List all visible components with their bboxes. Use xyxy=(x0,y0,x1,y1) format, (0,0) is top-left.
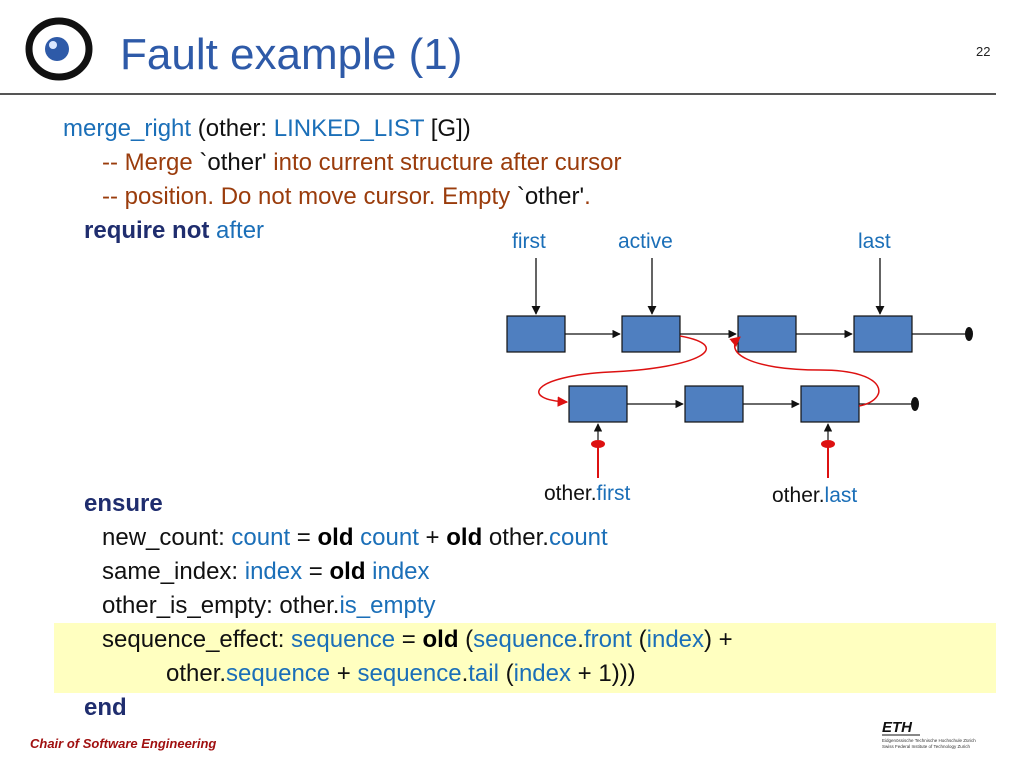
postcondition-sequence-effect: sequence_effect: sequence = old (sequenc… xyxy=(102,623,733,657)
op: = xyxy=(395,626,423,653)
other-last-field: last xyxy=(825,484,858,507)
ensure-keyword: ensure xyxy=(84,490,163,517)
postcondition-other-empty: other_is_empty: other.is_empty xyxy=(102,589,436,623)
void-terminator-top xyxy=(965,327,973,341)
comment-line-2: -- position. Do not move cursor. Empty `… xyxy=(102,180,591,214)
label-other-last: other.last xyxy=(772,484,857,507)
id: sequence xyxy=(226,660,331,687)
void-terminator-bottom xyxy=(911,397,919,411)
node-other-3 xyxy=(800,385,860,423)
id: index xyxy=(646,626,705,653)
text: other. xyxy=(166,660,227,687)
signature-text: (other: xyxy=(191,115,274,142)
id: index xyxy=(372,558,430,585)
label-first: first xyxy=(512,230,546,253)
id: front xyxy=(583,626,632,653)
id: sequence xyxy=(473,626,578,653)
id: is_empty xyxy=(339,592,436,619)
id: count xyxy=(360,524,419,551)
op: ( xyxy=(458,626,474,653)
require-line: require not after xyxy=(84,214,264,248)
node-top-3 xyxy=(737,315,797,353)
old-keyword: old xyxy=(422,626,459,653)
id: sequence xyxy=(291,626,396,653)
comment-text: -- position. Do not move cursor. Empty xyxy=(102,183,517,210)
postcondition-new-count: new_count: count = old count + old other… xyxy=(102,521,608,555)
type-name: LINKED_LIST xyxy=(273,115,425,142)
other-last-dot xyxy=(821,440,835,448)
eth-logo: ETH Eidgenössische Technische Hochschule… xyxy=(882,719,976,749)
comment-quote: `other' xyxy=(199,149,267,176)
node-top-4 xyxy=(853,315,913,353)
other-prefix: other. xyxy=(544,482,597,505)
postcondition-sequence-effect-cont: other.sequence + sequence.tail (index + … xyxy=(166,657,636,691)
linked-list-diagram: first active last other.first other.last xyxy=(506,230,973,507)
end-line: end xyxy=(84,691,127,725)
op: + xyxy=(330,660,358,687)
clause-label: sequence_effect: xyxy=(102,626,292,653)
end-keyword: end xyxy=(84,694,127,721)
require-keyword: require not xyxy=(84,217,210,244)
eth-line-2: Swiss Federal Institute of Technology Zu… xyxy=(882,744,970,749)
clause-label: same_index: xyxy=(102,558,245,585)
node-other-2 xyxy=(684,385,744,423)
old-keyword: old xyxy=(329,558,366,585)
merge-link-other-to-next xyxy=(729,336,880,407)
op: . xyxy=(577,626,584,653)
require-expression: after xyxy=(216,217,265,244)
ensure-line: ensure xyxy=(84,487,163,521)
node-other-1 xyxy=(568,385,628,423)
text: other. xyxy=(482,524,549,551)
signature-line: merge_right (other: LINKED_LIST [G]) xyxy=(63,112,471,146)
id: sequence xyxy=(357,660,462,687)
node-top-2 xyxy=(621,315,681,353)
feature-name: merge_right xyxy=(63,115,192,142)
id: count xyxy=(548,524,608,551)
page-number: 22 xyxy=(976,44,991,59)
other-prefix: other. xyxy=(772,484,825,507)
node-top-1 xyxy=(506,315,566,353)
comment-line-1: -- Merge `other' into current structure … xyxy=(102,146,621,180)
id: tail xyxy=(468,660,499,687)
op: = xyxy=(290,524,318,551)
comment-text: . xyxy=(584,183,591,210)
eth-logo-text: ETH xyxy=(882,719,913,736)
label-active: active xyxy=(618,230,673,253)
label-other-first: other.first xyxy=(544,482,631,505)
op: . xyxy=(461,660,469,687)
slide-title: Fault example (1) xyxy=(120,30,463,79)
comment-quote: `other' xyxy=(516,183,585,210)
op: + xyxy=(418,524,447,551)
label-last: last xyxy=(858,230,891,253)
postcondition-same-index: same_index: index = old index xyxy=(102,555,430,589)
footer-chair: Chair of Software Engineering xyxy=(30,736,217,751)
signature-text-end: [G]) xyxy=(424,115,471,142)
other-first-field: first xyxy=(597,482,631,505)
op: ) + xyxy=(704,626,733,653)
clause-label: other_is_empty: other. xyxy=(102,592,340,619)
old-keyword: old xyxy=(317,524,354,551)
op: ( xyxy=(631,626,647,653)
eiffel-logo xyxy=(25,17,93,81)
old-keyword: old xyxy=(446,524,483,551)
comment-text: into current structure after cursor xyxy=(266,149,622,176)
other-first-dot xyxy=(591,440,605,448)
id: index xyxy=(513,660,571,687)
title-divider xyxy=(0,93,996,95)
id: index xyxy=(244,558,303,585)
op: = xyxy=(302,558,330,585)
comment-text: -- Merge xyxy=(102,149,200,176)
op: + 1))) xyxy=(571,660,636,687)
eth-line-1: Eidgenössische Technische Hochschule Zür… xyxy=(882,738,976,743)
op: ( xyxy=(498,660,514,687)
clause-label: new_count: xyxy=(102,524,232,551)
id: count xyxy=(231,524,291,551)
highlight-band xyxy=(54,623,996,693)
merge-link-active-to-other xyxy=(538,335,707,407)
